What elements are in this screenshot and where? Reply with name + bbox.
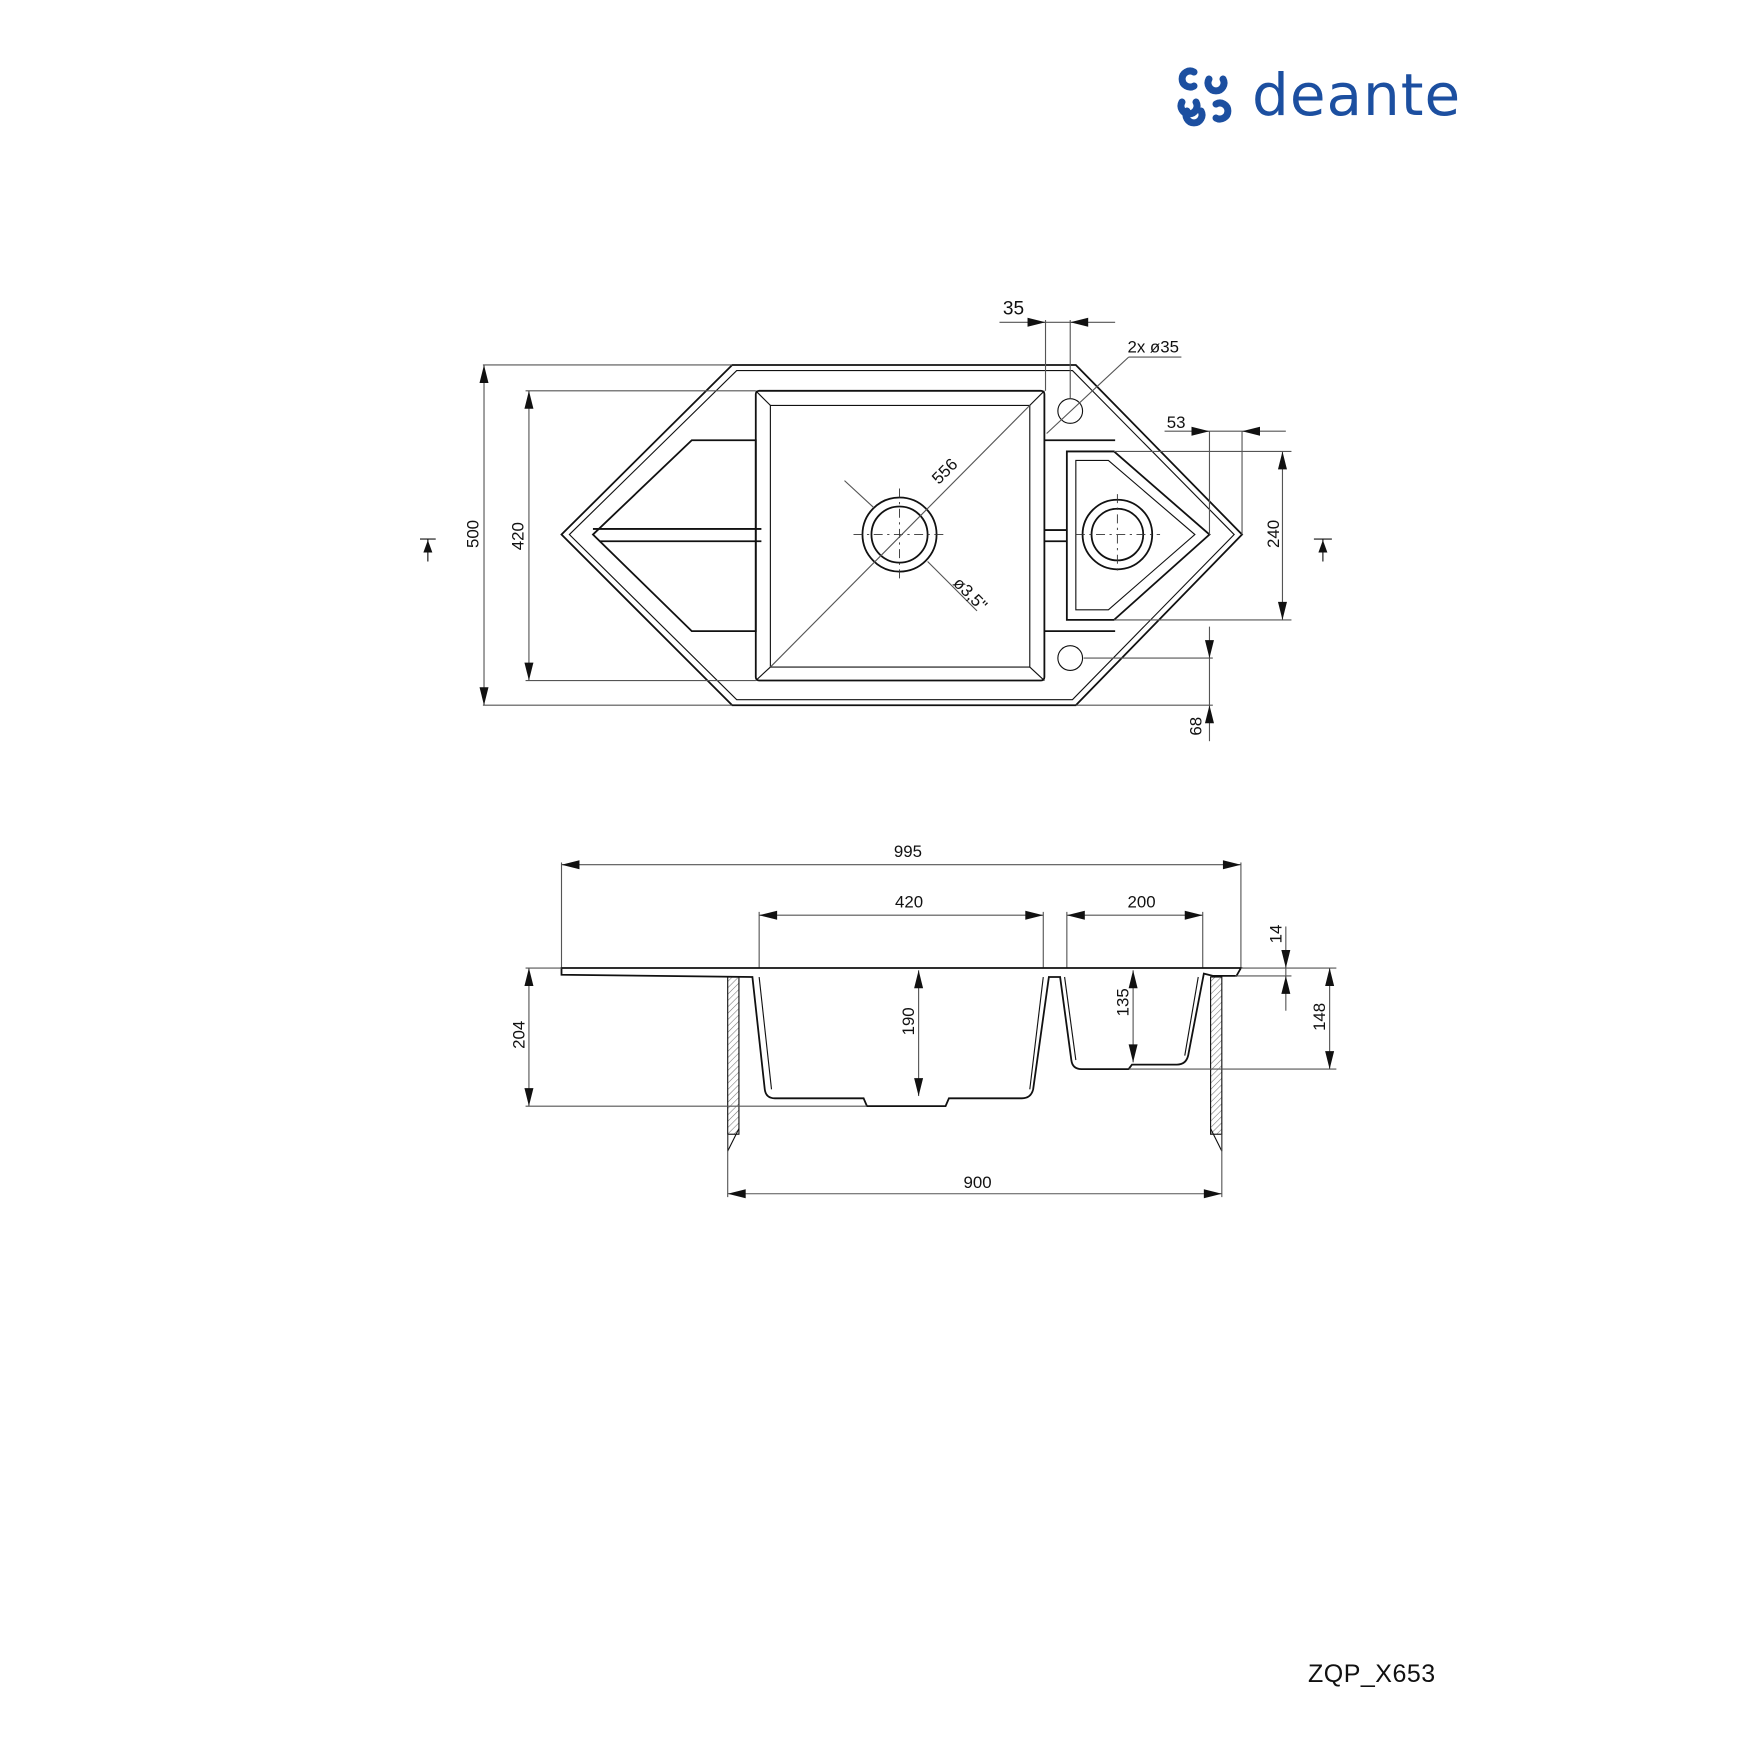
dim-small-bowl-depth: 135 (1114, 988, 1133, 1016)
dim-small-section-height: 148 (1310, 1003, 1329, 1031)
small-bowl (1065, 450, 1211, 621)
dim-bowl-depth: 420 (508, 522, 527, 550)
dim-small-bowl-offset: 53 (1167, 413, 1186, 432)
main-bowl (754, 389, 1046, 682)
tap-hole (1057, 645, 1084, 671)
brand-logo: deante (1172, 62, 1461, 128)
brand-name: deante (1252, 61, 1462, 129)
section-marker-left (420, 538, 436, 562)
dim-overall-width: 995 (894, 842, 922, 861)
dim-bottom-offset: 68 (1187, 717, 1206, 736)
cabinet-wall-right (1210, 976, 1223, 1152)
dim-small-bowl-depth: 240 (1264, 520, 1283, 548)
cabinet-wall-left (727, 976, 740, 1152)
dim-bowl-diagonal: 556 (928, 455, 961, 488)
sink-outline-inner (568, 370, 1235, 701)
dim-main-bowl-depth: 190 (899, 1007, 918, 1035)
dim-overall-height: 204 (509, 1021, 528, 1049)
section-marker-right (1313, 538, 1332, 562)
sink-outline (560, 364, 1244, 707)
dim-tap-holes: 2x ø35 (1127, 338, 1178, 357)
dim-drain: ø3,5" (949, 573, 990, 614)
dim-tap-offset: 35 (1003, 298, 1024, 319)
deante-swirl-logo-icon (1177, 67, 1232, 127)
side-view: 995 420 200 (509, 842, 1337, 1199)
dim-overall-depth: 500 (463, 520, 482, 548)
dim-main-bowl-width: 420 (895, 892, 923, 911)
top-view: 556 ø3,5" 35 (420, 298, 1332, 742)
dim-rim-thickness: 14 (1266, 925, 1285, 944)
dim-small-bowl-width: 200 (1127, 892, 1155, 911)
drainer (591, 439, 757, 633)
dim-cabinet-width: 900 (964, 1173, 992, 1192)
drawing-code: ZQP_X653 (1308, 1660, 1436, 1688)
sink-profile (560, 967, 1243, 1108)
